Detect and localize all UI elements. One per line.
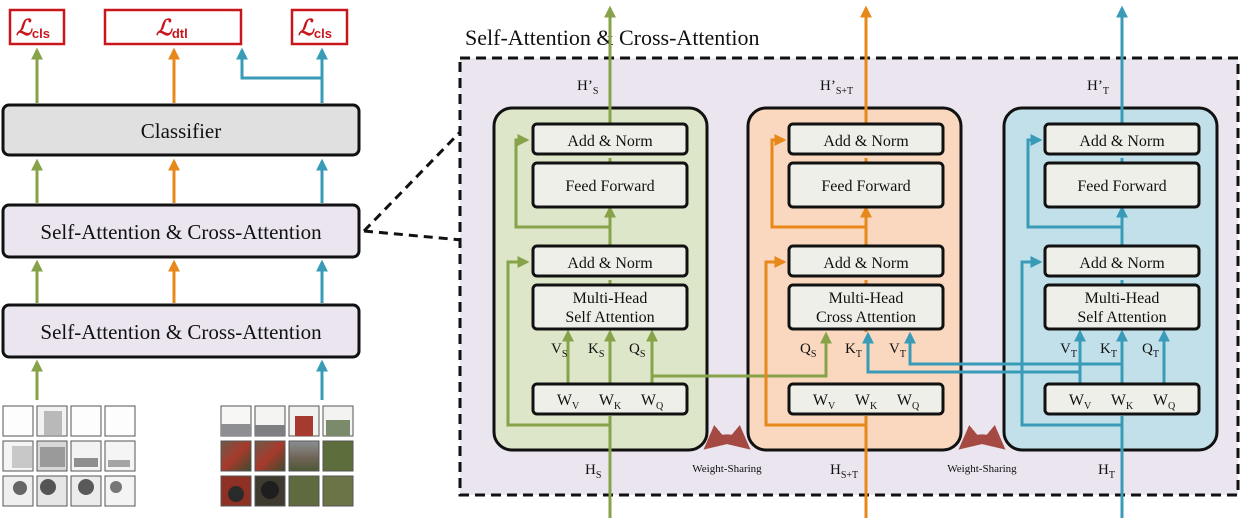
detail-view: Self-Attention & Cross-Attention bbox=[458, 5, 1240, 518]
detail-title: Self-Attention & Cross-Attention bbox=[465, 25, 760, 50]
target-image-patches bbox=[220, 405, 354, 507]
target-output-label: H’T bbox=[1087, 78, 1109, 97]
mix-feed-forward: Feed Forward bbox=[787, 161, 945, 209]
attention-block-bottom: Self-Attention & Cross-Attention bbox=[1, 303, 361, 359]
target-v-label: VT bbox=[1060, 341, 1077, 360]
svg-text:WQ: WQ bbox=[897, 392, 920, 412]
svg-text:Add & Norm: Add & Norm bbox=[567, 133, 653, 150]
svg-text:WK: WK bbox=[1111, 392, 1134, 412]
svg-text:Add & Norm: Add & Norm bbox=[1079, 255, 1165, 272]
target-self-attention: Multi-Head Self Attention bbox=[1043, 283, 1201, 331]
source-q-label: QS bbox=[629, 341, 645, 360]
svg-text:WK: WK bbox=[599, 392, 622, 412]
svg-text:Self-Attention & Cross-Attenti: Self-Attention & Cross-Attention bbox=[40, 320, 322, 344]
svg-text:Feed Forward: Feed Forward bbox=[821, 178, 910, 195]
weight-sharing-arc-icon bbox=[958, 425, 1006, 450]
svg-text:Feed Forward: Feed Forward bbox=[565, 178, 654, 195]
zoom-line-top bbox=[362, 128, 464, 233]
svg-text:Multi-Head: Multi-Head bbox=[829, 290, 904, 307]
svg-text:Feed Forward: Feed Forward bbox=[1077, 178, 1166, 195]
source-projection-weights: WV WK WQ bbox=[531, 382, 689, 416]
target-add-norm-top: Add & Norm bbox=[1043, 122, 1201, 156]
svg-text:ℒdtl: ℒdtl bbox=[156, 15, 188, 41]
svg-text:Multi-Head: Multi-Head bbox=[1085, 290, 1160, 307]
svg-text:Multi-Head: Multi-Head bbox=[573, 290, 648, 307]
source-output-label: H’S bbox=[577, 78, 598, 97]
loss-cls-target: ℒcls bbox=[290, 8, 349, 46]
svg-text:WQ: WQ bbox=[1153, 392, 1176, 412]
weight-sharing-arc-icon bbox=[703, 425, 751, 450]
source-add-norm-bottom: Add & Norm bbox=[531, 244, 689, 278]
svg-text:Classifier: Classifier bbox=[141, 119, 221, 143]
svg-text:Self Attention: Self Attention bbox=[1077, 309, 1166, 326]
source-k-label: KS bbox=[588, 341, 604, 360]
mix-k-label: KT bbox=[845, 341, 862, 360]
svg-text:WQ: WQ bbox=[641, 392, 664, 412]
source-self-attention: Multi-Head Self Attention bbox=[531, 283, 689, 331]
target-projection-weights: WV WK WQ bbox=[1043, 382, 1201, 416]
source-stream-arrows bbox=[506, 5, 832, 518]
classifier-box: Classifier bbox=[1, 103, 361, 157]
mix-output-label: H’S+T bbox=[820, 78, 853, 97]
target-feed-forward: Feed Forward bbox=[1043, 161, 1201, 209]
left-overview: ℒcls ℒdtl ℒcls Classifier Self-Attention… bbox=[1, 8, 464, 507]
svg-text:Cross Attention: Cross Attention bbox=[816, 309, 916, 326]
svg-text:ℒcls: ℒcls bbox=[298, 15, 332, 41]
mix-projection-weights: WV WK WQ bbox=[787, 382, 945, 416]
mix-add-norm-bottom: Add & Norm bbox=[787, 244, 945, 278]
weight-sharing-source-mix: Weight-Sharing bbox=[692, 425, 762, 475]
source-input-label: HS bbox=[585, 462, 601, 481]
svg-text:WK: WK bbox=[855, 392, 878, 412]
svg-text:WV: WV bbox=[813, 392, 836, 412]
target-q-label: QT bbox=[1142, 341, 1159, 360]
mix-add-norm-top: Add & Norm bbox=[787, 122, 945, 156]
svg-text:Weight-Sharing: Weight-Sharing bbox=[692, 463, 762, 475]
arrow-target-to-dtl bbox=[236, 47, 322, 80]
zoom-line-bottom bbox=[363, 229, 463, 242]
target-add-norm-bottom: Add & Norm bbox=[1043, 244, 1201, 278]
loss-cls-source: ℒcls bbox=[8, 8, 66, 46]
source-feed-forward: Feed Forward bbox=[531, 161, 689, 209]
mix-input-label: HS+T bbox=[830, 462, 858, 481]
svg-text:Add & Norm: Add & Norm bbox=[1079, 133, 1165, 150]
source-image-patches bbox=[2, 405, 136, 507]
mix-q-label: QS bbox=[800, 341, 816, 360]
mix-stream-arrows bbox=[764, 5, 872, 518]
svg-text:WV: WV bbox=[1069, 392, 1092, 412]
source-v-label: VS bbox=[551, 341, 567, 360]
svg-text:WV: WV bbox=[557, 392, 580, 412]
svg-text:Add & Norm: Add & Norm bbox=[823, 255, 909, 272]
mix-cross-attention: Multi-Head Cross Attention bbox=[787, 283, 945, 331]
svg-text:Weight-Sharing: Weight-Sharing bbox=[947, 463, 1017, 475]
svg-text:ℒcls: ℒcls bbox=[16, 15, 50, 41]
svg-text:Add & Norm: Add & Norm bbox=[567, 255, 653, 272]
mix-v-label: VT bbox=[889, 341, 906, 360]
svg-text:Self Attention: Self Attention bbox=[565, 309, 654, 326]
target-k-label: KT bbox=[1100, 341, 1117, 360]
target-input-label: HT bbox=[1098, 462, 1115, 481]
loss-dtl: ℒdtl bbox=[103, 8, 243, 46]
svg-text:Add & Norm: Add & Norm bbox=[823, 133, 909, 150]
svg-text:Self-Attention & Cross-Attenti: Self-Attention & Cross-Attention bbox=[40, 220, 322, 244]
attention-block-top: Self-Attention & Cross-Attention bbox=[1, 203, 361, 259]
source-add-norm-top: Add & Norm bbox=[531, 122, 689, 156]
weight-sharing-mix-target: Weight-Sharing bbox=[947, 425, 1017, 475]
